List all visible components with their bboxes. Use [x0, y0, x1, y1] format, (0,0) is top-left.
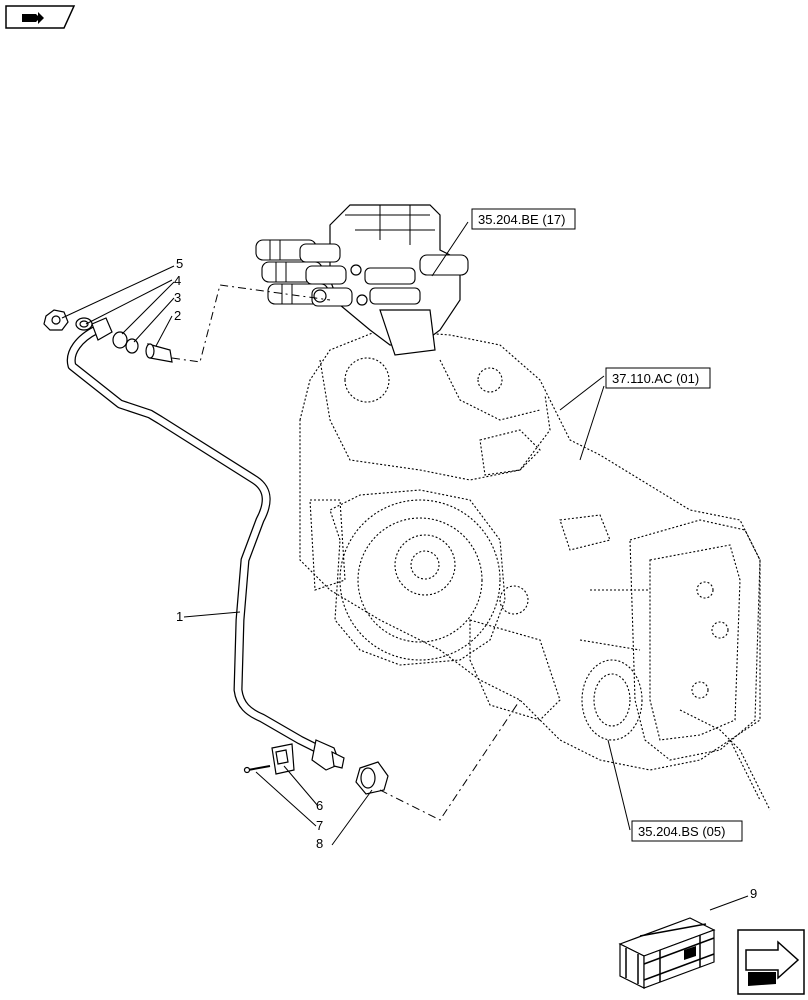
- callout-4: 4: [174, 273, 181, 288]
- adapter-item-2: [145, 343, 173, 363]
- callout-numbers: 5 4 3 2 1 6 7 8 9: [174, 256, 757, 901]
- ref-box-top-valve[interactable]: 35.204.BE (17): [471, 208, 576, 230]
- control-valve-assembly: [255, 204, 469, 356]
- callout-5: 5: [176, 256, 183, 271]
- ref-box-bottom[interactable]: 35.204.BS (05): [631, 820, 743, 842]
- next-page-arrow-icon[interactable]: [737, 929, 805, 995]
- callout-9: 9: [750, 886, 757, 901]
- callout-2: 2: [174, 308, 181, 323]
- hydraulic-pipe: [66, 317, 345, 771]
- union-item-8: [355, 761, 389, 795]
- callout-1: 1: [176, 609, 183, 624]
- ref-label-top-valve: 35.204.BE (17): [478, 212, 565, 227]
- callout-8: 8: [316, 836, 323, 851]
- connection-lines: [171, 284, 521, 821]
- nut-item-5: [43, 309, 69, 331]
- washer-item-4: [75, 317, 93, 331]
- ref-box-housing[interactable]: 37.110.AC (01): [605, 367, 711, 389]
- pin-item-7: [243, 765, 271, 774]
- ref-label-housing: 37.110.AC (01): [612, 371, 699, 386]
- seal-item-3: [112, 331, 139, 354]
- transmission-housing: [299, 329, 771, 811]
- clamp-item-6: [271, 743, 295, 775]
- callout-3: 3: [174, 290, 181, 305]
- parts-kit-box-icon: [618, 917, 716, 989]
- callout-leaders: [61, 221, 749, 911]
- book-tab-icon[interactable]: [5, 5, 76, 29]
- callout-6: 6: [316, 798, 323, 813]
- ref-label-bottom: 35.204.BS (05): [638, 824, 725, 839]
- callout-7: 7: [316, 818, 323, 833]
